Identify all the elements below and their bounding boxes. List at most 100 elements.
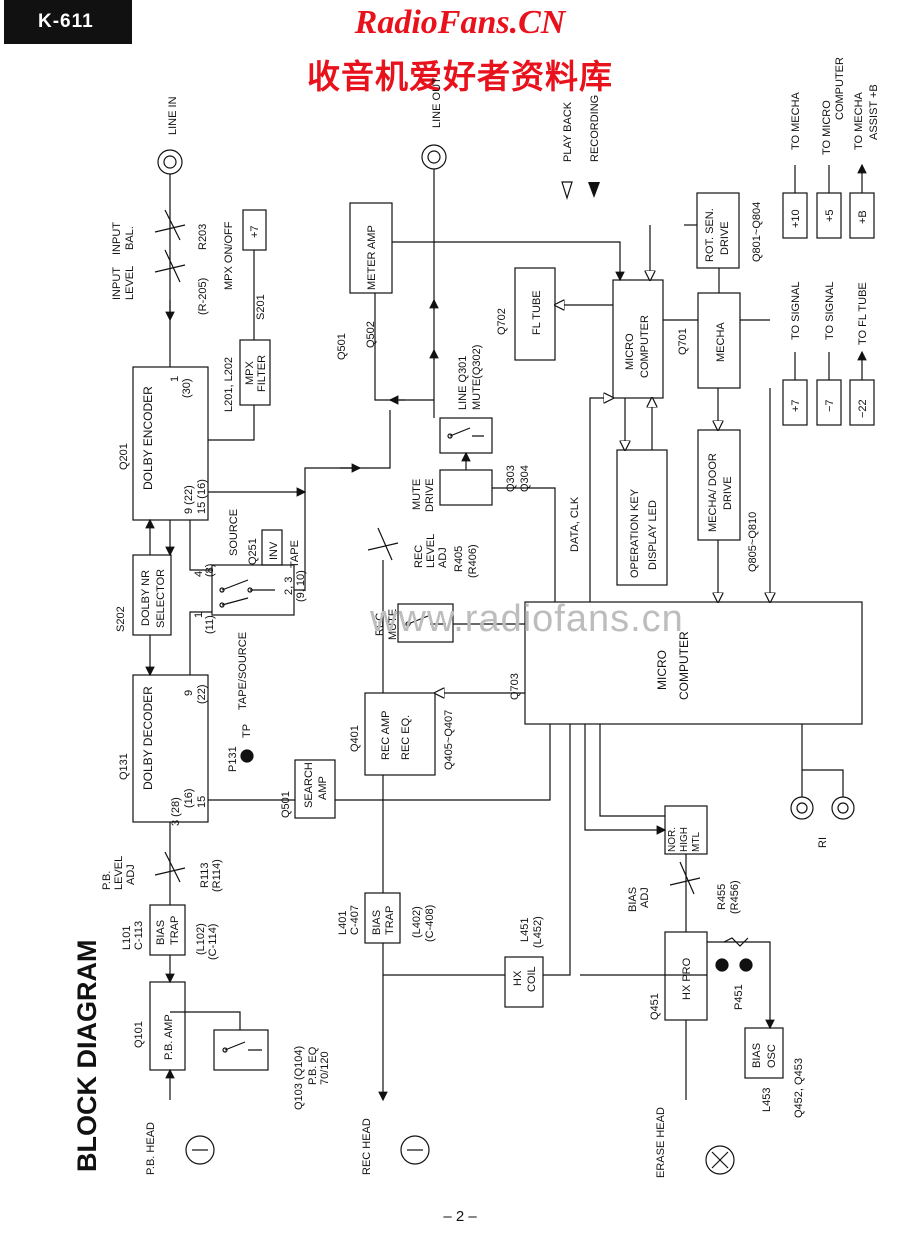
svg-text:RECORDING: RECORDING [589, 95, 601, 162]
bias-trap-1-box [149, 904, 186, 956]
micro-computer-q701-box [612, 279, 664, 399]
svg-text:2, 3: 2, 3 [283, 577, 295, 595]
svg-text:TRAP: TRAP [169, 916, 181, 945]
operation-key-box [616, 449, 668, 586]
svg-text:INPUT: INPUT [111, 222, 123, 255]
mute-drive-box [439, 469, 493, 506]
svg-text:(R406): (R406) [467, 544, 479, 578]
svg-text:−22: −22 [857, 399, 869, 418]
svg-text:Q303: Q303 [505, 465, 517, 492]
svg-text:LEVEL: LEVEL [113, 856, 125, 890]
svg-text:Q701: Q701 [677, 328, 689, 355]
svg-text:L453: L453 [761, 1088, 773, 1112]
svg-text:(L452): (L452) [532, 916, 544, 948]
svg-text:COMPUTER: COMPUTER [639, 315, 651, 378]
inv-box [261, 529, 283, 566]
search-amp-box [294, 759, 336, 819]
micro-computer-q703-box [524, 601, 863, 725]
svg-text:DISPLAY LED: DISPLAY LED [647, 500, 659, 570]
svg-text:ROT. SEN.: ROT. SEN. [704, 208, 716, 262]
svg-text:Q451: Q451 [649, 993, 661, 1020]
svg-text:MUTE: MUTE [387, 609, 399, 640]
svg-text:L201, L202: L201, L202 [223, 357, 235, 412]
svg-text:BIAS: BIAS [627, 887, 639, 912]
svg-text:TO FL TUBE: TO FL TUBE [857, 282, 869, 345]
svg-text:ASSIST +B: ASSIST +B [868, 84, 880, 140]
svg-text:REC EQ.: REC EQ. [400, 715, 412, 760]
watermark: www.radiofans.cn [370, 598, 684, 640]
svg-text:S201: S201 [255, 294, 267, 320]
tp-point [240, 749, 254, 763]
svg-text:REC: REC [413, 545, 425, 568]
svg-text:(C-114): (C-114) [207, 924, 219, 960]
svg-text:DRIVE: DRIVE [424, 478, 436, 512]
svg-text:R405: R405 [453, 546, 465, 572]
svg-text:BAL.: BAL. [124, 226, 136, 250]
svg-text:LEVEL: LEVEL [425, 534, 437, 568]
svg-text:LINE IN: LINE IN [167, 96, 179, 135]
svg-text:NOR.: NOR. [667, 827, 678, 852]
svg-text:BIAS: BIAS [371, 910, 383, 935]
svg-text:FL TUBE: FL TUBE [531, 290, 543, 335]
svg-text:P451: P451 [733, 984, 745, 1010]
svg-text:FILTER: FILTER [256, 355, 268, 392]
rec-mute-switch-box [397, 603, 454, 643]
svg-text:DATA, CLK: DATA, CLK [569, 496, 581, 552]
svg-text:+B: +B [857, 210, 869, 224]
meter-amp-box [349, 202, 393, 294]
svg-text:PLAY BACK: PLAY BACK [562, 101, 574, 162]
svg-text:S202: S202 [115, 606, 127, 632]
svg-text:DRIVE: DRIVE [719, 221, 731, 255]
svg-text:Q304: Q304 [519, 465, 531, 492]
svg-text:DOLBY DECODER: DOLBY DECODER [141, 686, 155, 790]
svg-text:C-113: C-113 [133, 921, 145, 950]
svg-text:DOLBY NR: DOLBY NR [140, 570, 152, 626]
svg-text:+5: +5 [824, 209, 836, 222]
svg-text:ADJ: ADJ [639, 887, 651, 908]
svg-text:INV: INV [268, 541, 280, 560]
svg-text:Q405~Q407: Q405~Q407 [443, 710, 455, 770]
svg-text:Q703: Q703 [509, 673, 521, 700]
svg-text:Q805~Q810: Q805~Q810 [747, 512, 759, 572]
svg-text:SELECTOR: SELECTOR [155, 569, 167, 628]
svg-text:+7: +7 [790, 399, 802, 412]
svg-text:MPX: MPX [244, 361, 256, 386]
svg-text:LINE Q301: LINE Q301 [457, 356, 469, 410]
svg-text:TO MECHA: TO MECHA [853, 91, 865, 150]
svg-text:ADJ: ADJ [437, 547, 449, 568]
svg-text:R455: R455 [716, 884, 728, 910]
svg-text:R203: R203 [197, 224, 209, 250]
svg-text:R113: R113 [199, 863, 211, 888]
pb-eq-switch-box [213, 1029, 269, 1071]
svg-text:L101: L101 [121, 926, 133, 950]
svg-text:P.B.: P.B. [101, 871, 113, 890]
svg-text:AMP: AMP [317, 776, 329, 800]
svg-text:L401: L401 [337, 911, 349, 935]
pin922-label: 9 (22) [183, 485, 195, 514]
svg-text:(11): (11) [204, 615, 216, 634]
pin30-label: (30) [181, 378, 193, 398]
svg-text:OSC: OSC [766, 1044, 778, 1068]
svg-text:−7: −7 [824, 399, 836, 412]
dolby-encoder-label: DOLBY ENCODER [141, 386, 155, 490]
svg-text:TO MICRO: TO MICRO [821, 100, 833, 155]
svg-text:TP: TP [241, 724, 253, 738]
svg-text:TAPE/SOURCE: TAPE/SOURCE [237, 632, 249, 710]
svg-text:(9, 10): (9, 10) [295, 570, 307, 602]
svg-text:Q103 (Q104): Q103 (Q104) [293, 1046, 305, 1110]
svg-text:COIL: COIL [526, 966, 538, 992]
hx-coil-box [504, 956, 544, 1008]
svg-text:1: 1 [193, 612, 205, 618]
svg-text:TO SIGNAL: TO SIGNAL [790, 282, 802, 340]
svg-text:TAPE: TAPE [289, 540, 301, 568]
svg-text:METER AMP: METER AMP [366, 225, 378, 290]
svg-text:SOURCE: SOURCE [228, 509, 240, 556]
dolby-nr-selector-box [132, 554, 172, 636]
svg-text:Q501: Q501 [280, 791, 292, 818]
svg-text:TO SIGNAL: TO SIGNAL [824, 282, 836, 340]
svg-text:70/120: 70/120 [319, 1051, 331, 1085]
svg-text:C-407: C-407 [349, 905, 361, 935]
svg-text:BIAS: BIAS [751, 1043, 763, 1068]
svg-text:(L402): (L402) [411, 906, 423, 938]
svg-text:L451: L451 [519, 918, 531, 942]
